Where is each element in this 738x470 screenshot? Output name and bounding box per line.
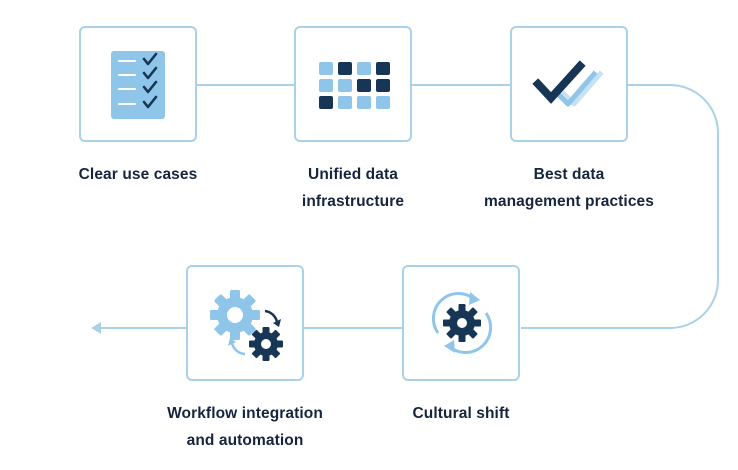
label-line: Cultural shift — [412, 405, 510, 422]
step-label-unified-data-infrastructure: Unified data infrastructure — [243, 161, 463, 215]
flow-arrowhead — [91, 322, 101, 334]
step-label-workflow-integration-automation: Workflow integration and automation — [135, 400, 355, 454]
rotating-gear-icon — [431, 292, 493, 354]
label-line: Workflow integration — [167, 405, 323, 422]
label-line: and automation — [186, 432, 304, 449]
step-card-cultural-shift — [402, 265, 520, 381]
step-card-workflow-integration-automation — [186, 265, 304, 381]
step-label-best-data-management-practices: Best data management practices — [459, 161, 679, 215]
flow-line-turn — [521, 84, 719, 329]
double-checkmark-icon — [532, 60, 604, 107]
step-label-cultural-shift: Cultural shift — [351, 400, 571, 427]
step-card-best-data-management-practices — [510, 26, 628, 142]
label-line: management practices — [484, 193, 654, 210]
step-card-clear-use-cases — [79, 26, 197, 142]
data-grid-icon — [319, 62, 390, 109]
step-label-clear-use-cases: Clear use cases — [28, 161, 248, 188]
checklist-icon — [111, 51, 165, 119]
label-line: Best data — [533, 166, 605, 183]
label-line: Clear use cases — [78, 166, 198, 183]
label-line: infrastructure — [301, 193, 405, 210]
gears-automation-icon — [210, 290, 283, 361]
step-card-unified-data-infrastructure — [294, 26, 412, 142]
label-line: Unified data — [308, 166, 398, 183]
